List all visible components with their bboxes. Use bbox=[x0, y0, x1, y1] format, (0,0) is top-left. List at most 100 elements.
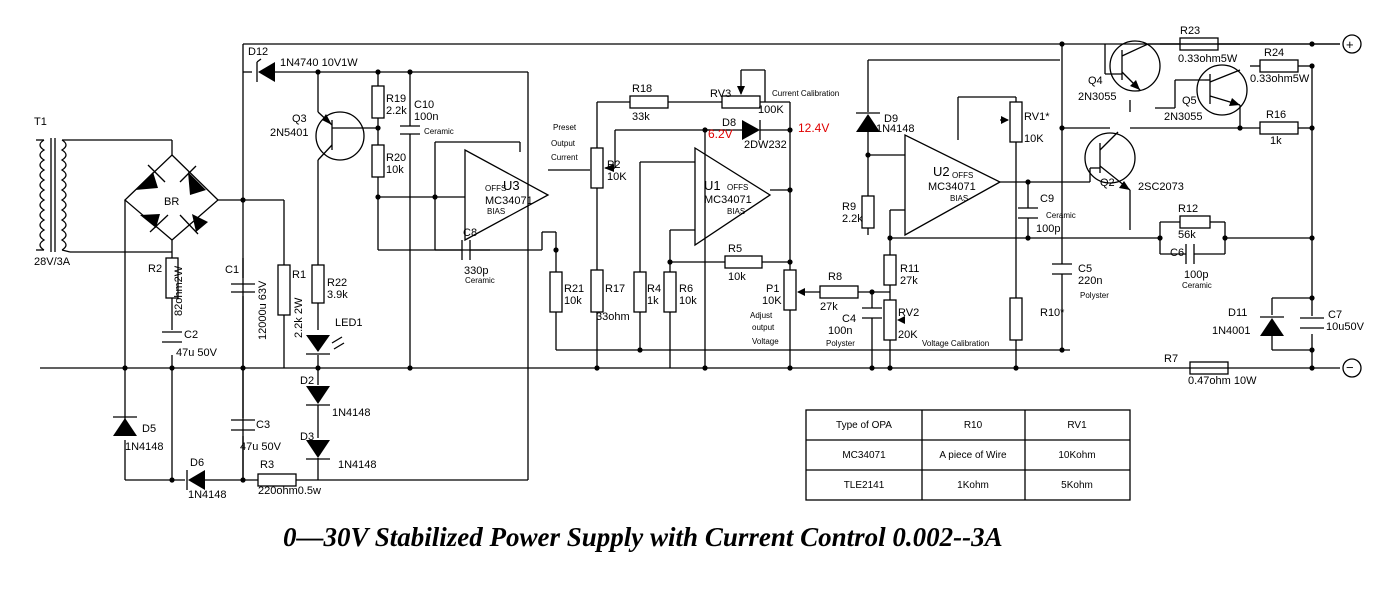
label-P1-value: 10K bbox=[762, 295, 782, 307]
label-D2-value: 1N4148 bbox=[332, 407, 371, 419]
led-LED1 bbox=[306, 335, 345, 355]
resistor-R20 bbox=[371, 144, 385, 178]
resistor-R7 bbox=[1189, 361, 1229, 375]
label-R23-value: 0.33ohm5W bbox=[1178, 53, 1238, 65]
resistor-R23 bbox=[1179, 37, 1219, 51]
label-D9: D9 bbox=[884, 113, 898, 125]
label-C10-value: 100n bbox=[414, 111, 438, 123]
terminal-negative: − bbox=[1342, 358, 1362, 378]
label-preset-2: Output bbox=[551, 139, 576, 148]
label-C9-type: Ceramic bbox=[1046, 211, 1076, 220]
resistor-R22 bbox=[311, 264, 325, 304]
label-D12: D12 bbox=[248, 46, 268, 58]
label-R2: R2 bbox=[148, 263, 162, 275]
table-cell: 1Kohm bbox=[957, 480, 989, 491]
label-R21: R21 bbox=[564, 283, 584, 295]
label-R4-value: 1k bbox=[647, 295, 659, 307]
label-C4-type: Polyster bbox=[826, 339, 855, 348]
diode-D5 bbox=[113, 416, 137, 436]
table-cell: A piece of Wire bbox=[939, 450, 1007, 461]
label-C6: C6 bbox=[1170, 247, 1184, 259]
transistor-Q3 bbox=[315, 111, 365, 161]
table-cell: 10Kohm bbox=[1058, 450, 1095, 461]
label-C7: C7 bbox=[1328, 309, 1342, 321]
label-R1-value: 2.2k 2W bbox=[293, 297, 305, 338]
label-D9-value: 1N4148 bbox=[876, 123, 915, 135]
opamp-U3 bbox=[464, 148, 550, 242]
label-U3: U3 bbox=[503, 178, 520, 193]
resistor-R24 bbox=[1259, 59, 1299, 73]
zener-D8 bbox=[742, 120, 761, 140]
label-D2: D2 bbox=[300, 375, 314, 387]
label-D3-value: 1N4148 bbox=[338, 459, 377, 471]
zener-D12 bbox=[256, 58, 275, 82]
label-P2-value: 10K bbox=[607, 171, 627, 183]
resistor-R12 bbox=[1179, 215, 1211, 229]
label-preset-3: Current bbox=[551, 153, 578, 162]
table-cell: 5Kohm bbox=[1061, 480, 1093, 491]
label-D8-voltage-b: 12.4V bbox=[798, 121, 829, 135]
label-U2-value: MC34071 bbox=[928, 181, 976, 193]
label-C3: C3 bbox=[256, 419, 270, 431]
transistor-Q4 bbox=[1105, 40, 1161, 92]
diagram-title: 0—30V Stabilized Power Supply with Curre… bbox=[283, 522, 1003, 552]
label-R18: R18 bbox=[632, 83, 652, 95]
label-Q4-value: 2N3055 bbox=[1078, 91, 1117, 103]
table-header: RV1 bbox=[1067, 420, 1087, 431]
label-R22: R22 bbox=[327, 277, 347, 289]
label-D3: D3 bbox=[300, 431, 314, 443]
resistor-R18 bbox=[629, 95, 669, 109]
label-R17-value: 33ohm bbox=[596, 311, 630, 323]
label-adjust-3: Voltage bbox=[752, 337, 779, 346]
label-R24-value: 0.33ohm5W bbox=[1250, 73, 1310, 85]
capacitor-C3 bbox=[231, 419, 255, 431]
resistor-R11 bbox=[883, 254, 897, 286]
label-C8-value: 330p bbox=[464, 265, 488, 277]
label-RV3-type: Current Calibration bbox=[772, 89, 839, 98]
resistor-R19 bbox=[371, 85, 385, 119]
label-C9-value: 100p bbox=[1036, 223, 1060, 235]
label-D8-voltage-a: 6.2V bbox=[708, 127, 733, 141]
label-C7-value: 10u50V bbox=[1326, 321, 1365, 333]
label-D5: D5 bbox=[142, 423, 156, 435]
label-R16-value: 1k bbox=[1270, 135, 1282, 147]
label-RV2: RV2 bbox=[898, 307, 919, 319]
label-Q4: Q4 bbox=[1088, 75, 1103, 87]
resistor-R8 bbox=[819, 285, 859, 299]
label-adjust-2: output bbox=[752, 323, 775, 332]
component-labels: T1 28V/3A BR D12 1N4740 10V1W Q3 2N5401 … bbox=[34, 25, 1365, 501]
label-C5-type: Polyster bbox=[1080, 291, 1109, 300]
label-D11: D11 bbox=[1228, 307, 1247, 319]
label-D6: D6 bbox=[190, 457, 204, 469]
label-R17: R17 bbox=[605, 283, 625, 295]
label-C8: C8 bbox=[463, 227, 477, 239]
label-C5-value: 220n bbox=[1078, 275, 1102, 287]
label-R6-value: 10k bbox=[679, 295, 697, 307]
label-R22-value: 3.9k bbox=[327, 289, 348, 301]
label-R6: R6 bbox=[679, 283, 693, 295]
label-P1: P1 bbox=[766, 283, 779, 295]
opamp-U1 bbox=[694, 146, 772, 247]
label-C2: C2 bbox=[184, 329, 198, 341]
label-C6-value: 100p bbox=[1184, 269, 1208, 281]
label-C3-value: 47u 50V bbox=[240, 441, 282, 453]
diode-D11 bbox=[1260, 316, 1284, 336]
label-C4-value: 100n bbox=[828, 325, 852, 337]
label-U1-bias: BIAS bbox=[727, 207, 745, 216]
label-C4: C4 bbox=[842, 313, 856, 325]
resistor-R21 bbox=[549, 271, 563, 313]
label-RV2-type: Voltage Calibration bbox=[922, 339, 989, 348]
transistor-Q2 bbox=[1084, 131, 1136, 191]
label-D5-value: 1N4148 bbox=[125, 441, 164, 453]
label-U3-offs: OFFS bbox=[485, 184, 506, 193]
label-U3-bias: BIAS bbox=[487, 207, 505, 216]
label-R8: R8 bbox=[828, 271, 842, 283]
table-cell: MC34071 bbox=[842, 450, 886, 461]
table-cell: TLE2141 bbox=[844, 480, 885, 491]
label-R11: R11 bbox=[900, 263, 919, 275]
diode-D3 bbox=[306, 440, 330, 460]
label-R1: R1 bbox=[292, 269, 306, 281]
label-R2-value: 82ohm2W bbox=[173, 265, 185, 316]
label-R19-value: 2.2k bbox=[386, 105, 407, 117]
label-R4: R4 bbox=[647, 283, 661, 295]
